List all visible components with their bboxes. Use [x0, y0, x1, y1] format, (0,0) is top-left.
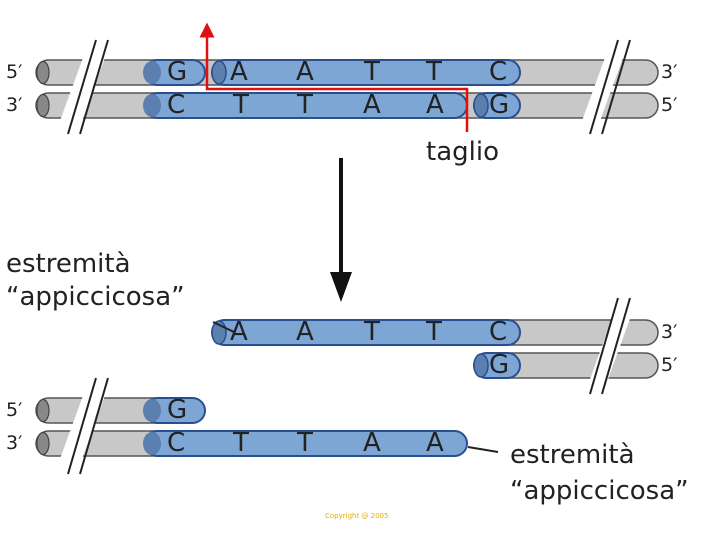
base-letter: T — [297, 90, 313, 120]
base-letter: G — [489, 90, 510, 120]
end-label-5prime: 5′ — [6, 61, 23, 83]
end-label-5prime: 5′ — [661, 354, 678, 376]
base-letter: G — [167, 57, 188, 87]
sticky-left-pointer — [212, 321, 235, 333]
blue-end-cap — [473, 93, 489, 118]
strand-end-cap — [36, 60, 50, 85]
base-letter: T — [233, 90, 249, 120]
strand-end-cap — [36, 431, 50, 456]
strand-end-cap — [36, 93, 50, 118]
end-label-3prime: 3′ — [6, 94, 23, 116]
blue-end-cap — [143, 61, 161, 84]
end-label-3prime: 3′ — [661, 321, 678, 343]
blue-end-cap — [473, 353, 489, 378]
end-label-3prime: 3′ — [661, 61, 678, 83]
base-letter: C — [167, 90, 186, 120]
base-letter: A — [363, 90, 381, 120]
base-letter: C — [489, 57, 508, 87]
end-label-5prime: 5′ — [661, 94, 678, 116]
left-fragment — [35, 377, 499, 475]
base-letter: T — [364, 317, 380, 347]
base-letter: T — [233, 428, 249, 458]
base-letter: A — [426, 428, 444, 458]
blue-end-cap — [143, 94, 161, 117]
base-letter: G — [167, 395, 188, 425]
break-mark-right — [581, 39, 631, 135]
break-mark-left — [58, 377, 109, 475]
blue-end-cap — [211, 60, 227, 85]
base-letter: A — [296, 317, 314, 347]
base-letter: A — [230, 317, 248, 347]
sticky-end-label-line2: “appiccicosa” — [6, 282, 185, 312]
cut-label: taglio — [426, 137, 499, 167]
base-letter: A — [363, 428, 381, 458]
sticky-end-label-line1: estremità — [510, 440, 635, 470]
cut-line — [199, 22, 469, 132]
base-letter: T — [426, 317, 442, 347]
sticky-right-pointer — [467, 446, 499, 453]
base-letter: C — [167, 428, 186, 458]
copyright-text: Copyright @ 2005 — [325, 512, 389, 520]
down-arrow — [330, 158, 352, 302]
strand-end-cap — [36, 398, 50, 423]
base-letter: A — [230, 57, 248, 87]
base-letter: T — [364, 57, 380, 87]
blue-end-cap — [143, 399, 161, 422]
top-duplex — [35, 22, 659, 135]
base-letter: T — [297, 428, 313, 458]
base-letter: A — [296, 57, 314, 87]
break-mark-left — [58, 39, 109, 135]
sticky-end-label-line2: “appiccicosa” — [510, 476, 689, 506]
base-letter: G — [489, 350, 510, 380]
end-label-5prime: 5′ — [6, 399, 23, 421]
break-mark-right — [588, 297, 631, 395]
end-label-3prime: 3′ — [6, 432, 23, 454]
blue-end-cap — [143, 432, 161, 455]
base-letter: T — [426, 57, 442, 87]
sticky-end-label-line1: estremità — [6, 249, 131, 279]
base-letter: A — [426, 90, 444, 120]
right-fragment — [211, 297, 659, 395]
base-letter: C — [489, 317, 508, 347]
